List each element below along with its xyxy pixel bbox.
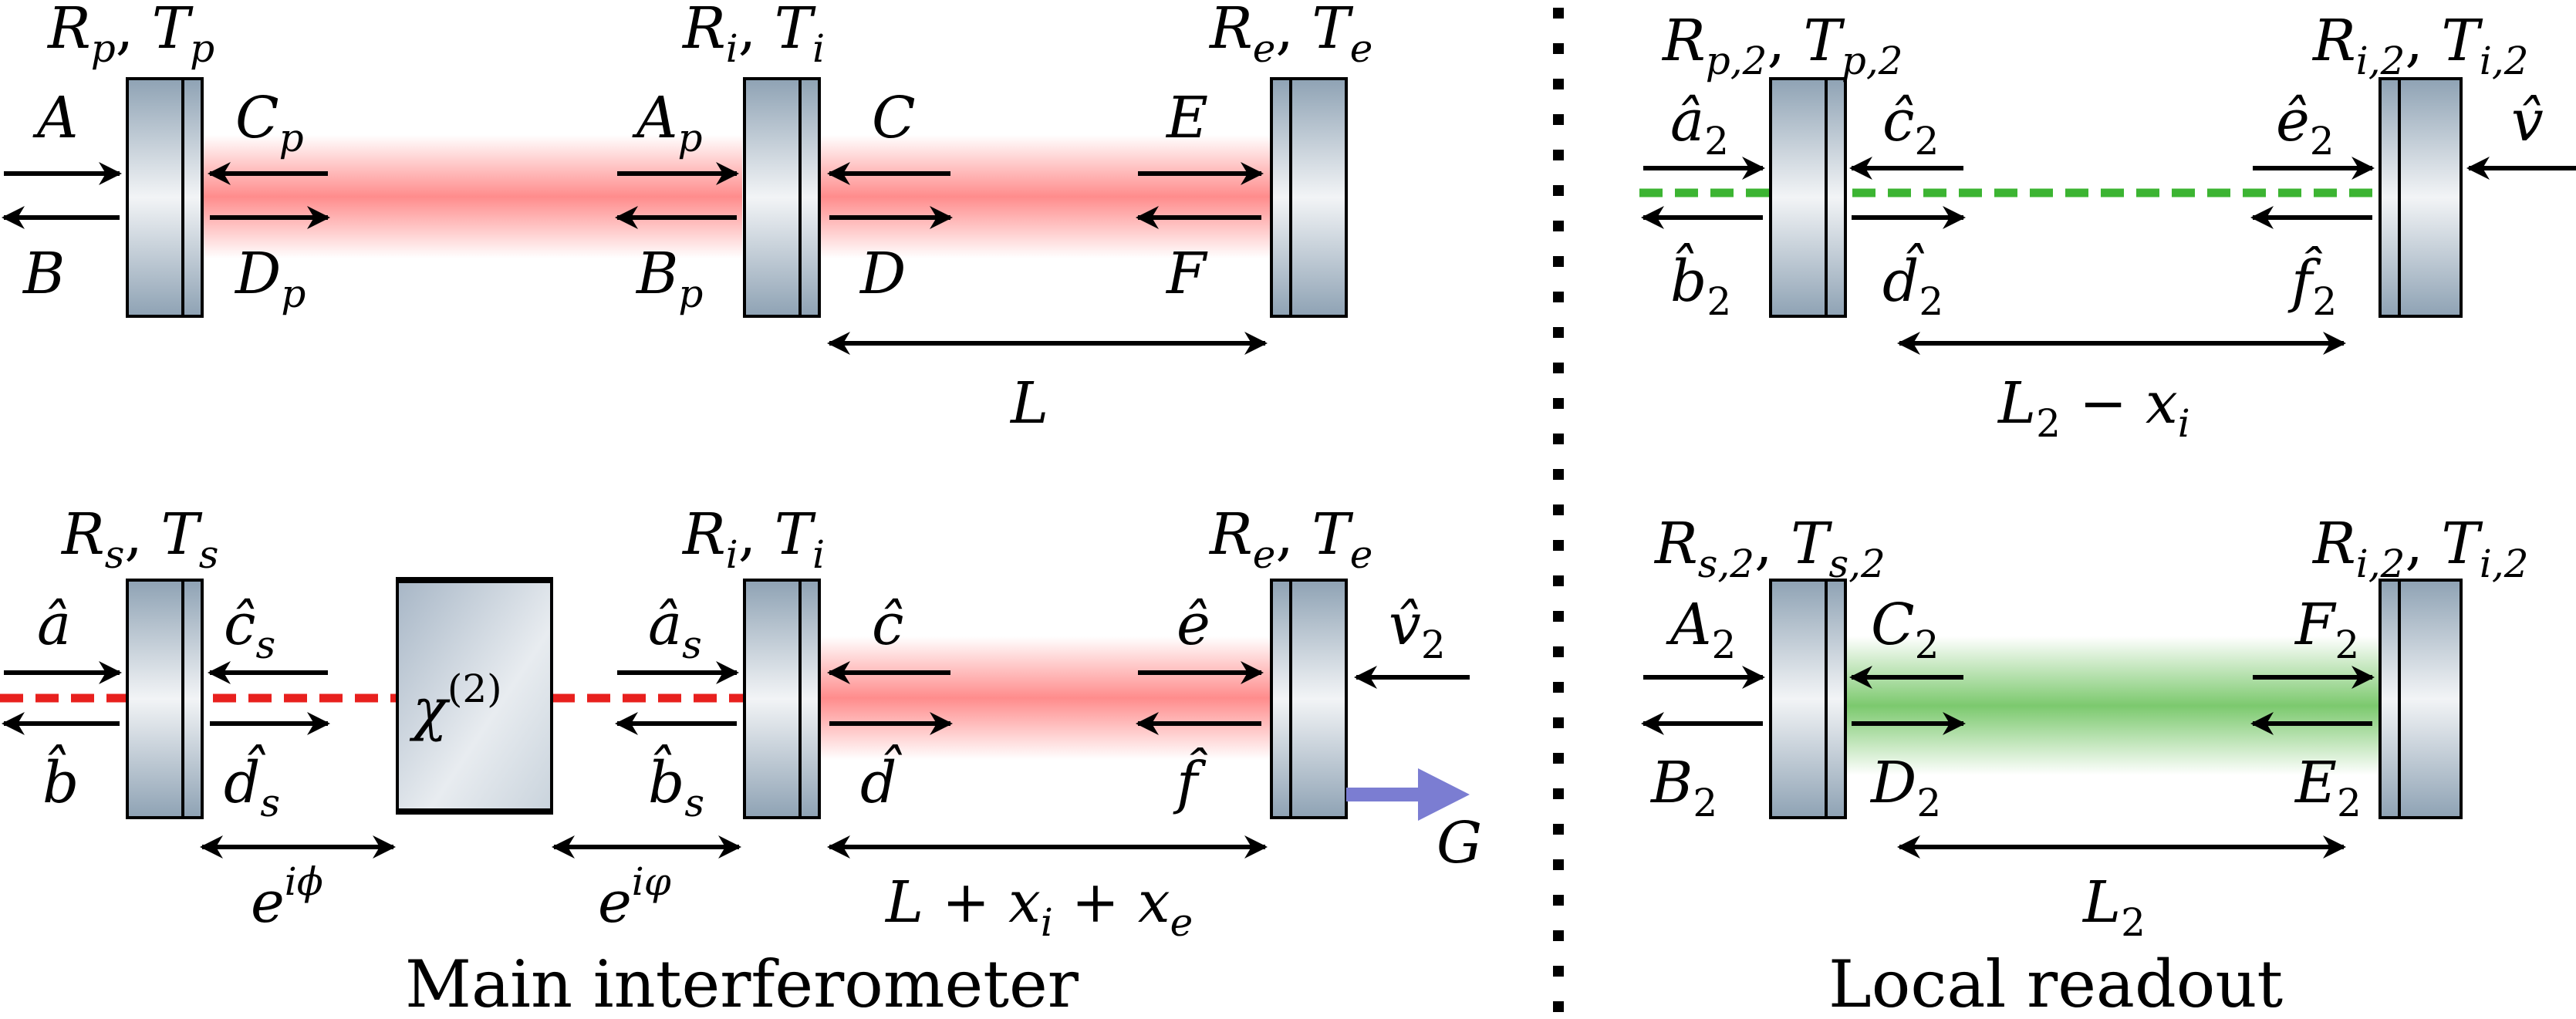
label-a-hat: â [37,592,71,658]
label-rs-ts: Rs, Ts [60,501,218,577]
red-beam-bottom [819,636,1271,760]
label-bs-hat: b̂s [648,744,704,825]
label-phase-varphi: eiφ [598,859,671,936]
label-A2: A2 [1666,592,1736,667]
label-e2-hat: ê2 [2276,88,2335,164]
label-D: D [859,241,906,307]
label-e-hat: ê [1177,592,1210,658]
mirror-i2-top [2378,77,2463,318]
label-ri-ti-top: Ri, Ti [681,0,825,71]
nonlinear-crystal [396,577,553,815]
label-chi2: χ(2) [409,666,502,743]
label-Dp: Dp [234,241,306,316]
label-D2: D2 [1869,750,1941,825]
label-ds-hat: d̂s [224,744,280,825]
mirror-s [126,579,204,819]
label-d-hat: d̂ [860,744,903,816]
label-c-hat: ĉ [872,592,903,658]
mirror-i-top [743,77,821,318]
mirror-i2-bottom [2378,579,2463,819]
label-L-xi-xe: L+xi+xe [884,869,1193,945]
red-beam-top-1 [202,135,742,258]
mirror-i-bottom [743,579,821,819]
label-ri2-ti2-bottom: Ri,2, Ti,2 [2311,511,2529,586]
label-rp-tp: Rp, Tp [46,0,214,71]
output-arrow-g [1346,768,1470,821]
label-f2-hat: f̂2 [2287,245,2337,324]
label-b-hat: b̂ [42,744,79,816]
label-Cp: Cp [235,85,304,160]
label-d2-hat: d̂2 [1882,242,1943,324]
label-B: B [22,241,65,307]
caption-main: Main interferometer [405,946,1079,1019]
label-L2-minus-xi: L2−xi [1997,370,2190,446]
label-F2: F2 [2294,592,2359,667]
label-L: L [1009,370,1048,437]
caption-local: Local readout [1828,946,2283,1019]
label-B2: B2 [1649,750,1717,825]
label-c2-hat: ĉ2 [1882,88,1939,164]
label-E2: E2 [2294,750,2362,825]
label-G: G [1437,810,1482,876]
label-b2-hat: b̂2 [1670,242,1731,324]
label-rp2-tp2: Rp,2, Tp,2 [1661,8,1903,83]
mirror-e-bottom [1270,579,1348,819]
label-cs-hat: ĉs [224,592,275,667]
label-as-hat: âs [648,592,702,667]
label-E: E [1165,85,1208,151]
label-phase-phi: eiϕ [251,859,323,936]
label-ri2-ti2-top: Ri,2, Ti,2 [2311,8,2529,83]
label-A: A [32,85,78,151]
red-beam-top-2 [819,135,1271,258]
green-beam-bottom [1838,636,2382,775]
label-Ap: Ap [632,85,702,160]
mirror-p [126,77,204,318]
label-v2-hat: v̂2 [1389,592,1446,667]
label-re-te-top: Re, Te [1208,0,1372,71]
label-Bp: Bp [635,241,703,316]
label-F: F [1165,241,1208,307]
label-re-te-bottom: Re, Te [1208,501,1372,577]
field-arrows [1,157,2576,859]
mirror-p2 [1769,77,1847,318]
label-rs2-ts2: Rs,2, Ts,2 [1653,511,1886,586]
label-L2: L2 [2081,869,2146,945]
label-ri-ti-bottom: Ri, Ti [681,501,825,577]
mirror-e-top [1270,77,1348,318]
label-C2: C2 [1871,592,1939,667]
label-C: C [872,85,916,151]
mirror-s2 [1769,579,1847,819]
label-a2-hat: â2 [1670,88,1729,164]
label-v-hat: v̂ [2511,88,2544,154]
